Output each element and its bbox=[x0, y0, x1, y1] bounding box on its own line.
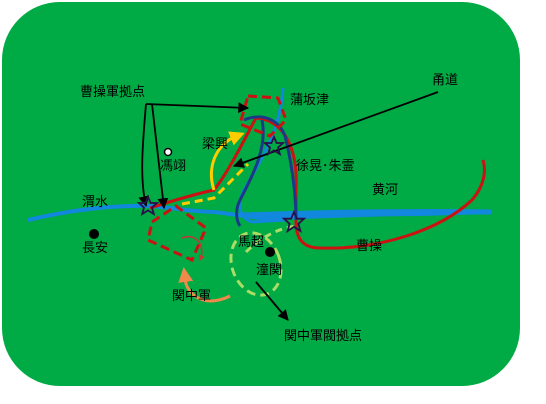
river-east-line bbox=[239, 208, 493, 218]
label-guanzhong-army: 関中軍 bbox=[172, 289, 211, 304]
guanzhong-route-line bbox=[178, 267, 231, 303]
liangxing-route-line bbox=[210, 131, 245, 191]
label-caocao: 曹操 bbox=[356, 238, 382, 254]
tongguan-marker bbox=[265, 247, 275, 257]
liangxing-dashed-line bbox=[181, 162, 250, 206]
arrow-guanzhong-base bbox=[255, 281, 289, 321]
arrow-caocao-base-sw bbox=[138, 103, 150, 208]
label-yongdao: 甬道 bbox=[432, 73, 458, 88]
label-liangxing: 梁興 bbox=[202, 137, 228, 152]
label-weishui: 渭水 bbox=[82, 195, 108, 210]
label-changan: 長安 bbox=[82, 241, 108, 256]
xuhuang-route-line bbox=[243, 115, 298, 221]
machao-route-line bbox=[244, 224, 297, 254]
caocao-base-north bbox=[238, 94, 288, 138]
label-tongguan: 潼関 bbox=[256, 262, 282, 278]
star-icon-west bbox=[136, 194, 160, 216]
arrow-caocao-base-east bbox=[145, 102, 250, 114]
red-small-route bbox=[181, 235, 205, 262]
arrow-caocao-base-s bbox=[151, 103, 169, 210]
label-huanghe: 黄河 bbox=[372, 183, 398, 198]
xuhuang-route-line-b bbox=[235, 119, 265, 227]
label-xuhuang-zhuling: 徐晃･朱霊 bbox=[296, 159, 355, 174]
star-icon-east bbox=[281, 209, 307, 234]
pingyi-marker bbox=[163, 147, 173, 157]
label-machao: 馬超 bbox=[238, 235, 264, 250]
land-area bbox=[2, 2, 520, 386]
changan-marker bbox=[89, 229, 99, 239]
label-caocao-base: 曹操軍拠点 bbox=[80, 84, 145, 100]
star-icon-pubanjin bbox=[262, 134, 286, 156]
label-pubanjin: 蒲坂津 bbox=[290, 93, 329, 108]
label-pingyi: 馮翊 bbox=[160, 159, 186, 174]
label-guanzhong-base: 関中軍閥拠点 bbox=[284, 329, 362, 344]
wei-river-line bbox=[27, 203, 493, 222]
